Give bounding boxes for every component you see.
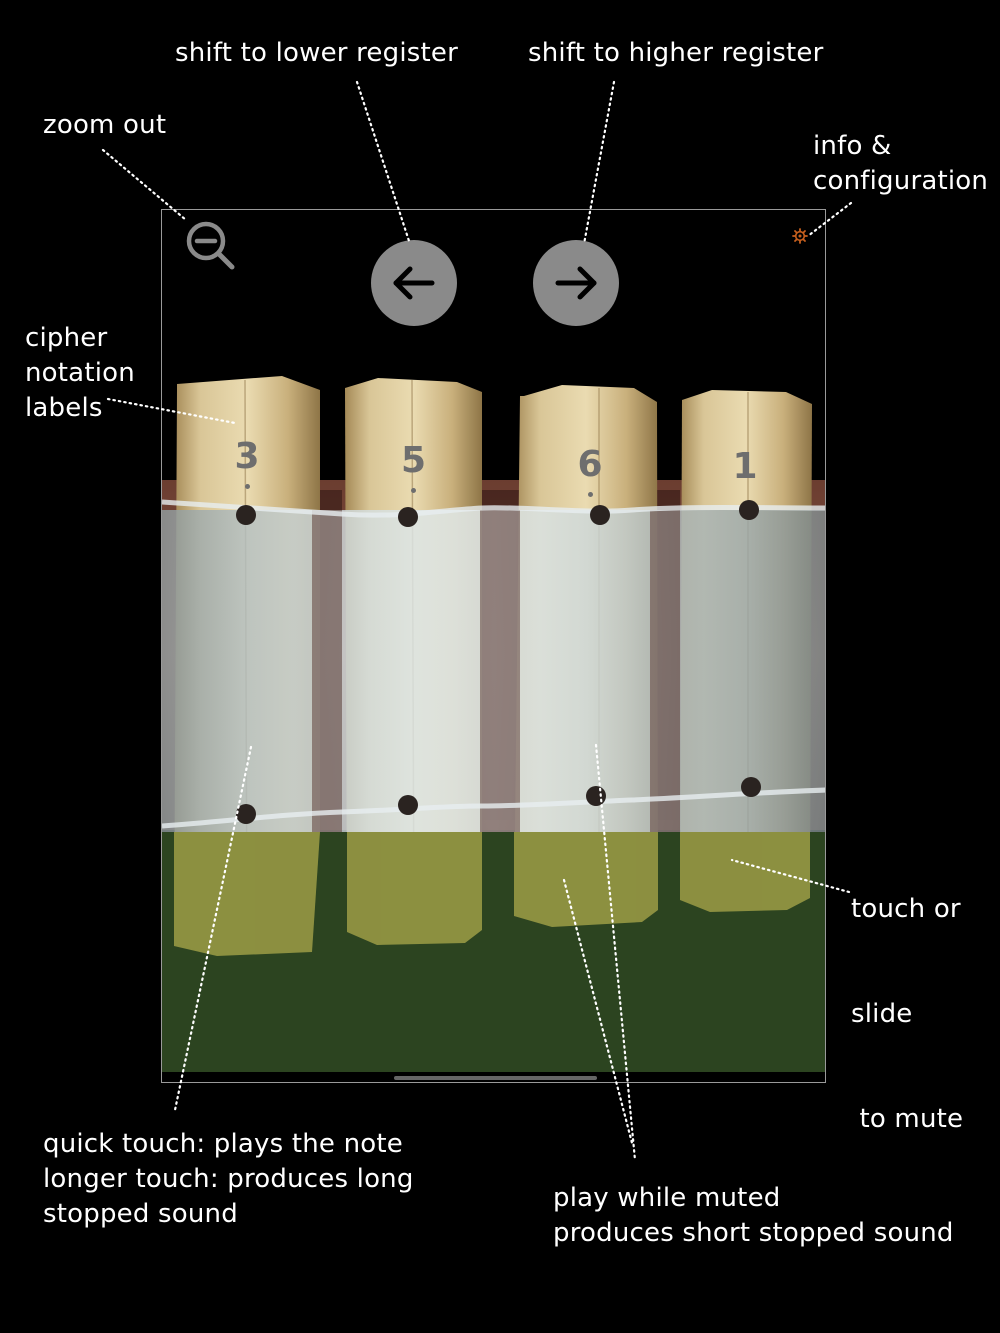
arrow-left-icon xyxy=(393,266,435,300)
callout-touch-line: stopped sound xyxy=(43,1199,238,1229)
callout-info-line: configuration xyxy=(813,166,989,196)
bar-shadow xyxy=(312,510,342,832)
callout-mute: touch or slide to mute xyxy=(851,822,963,1172)
octave-dot-below xyxy=(244,484,250,489)
cipher-label-text: 6 xyxy=(577,444,603,485)
cipher-label: 1 xyxy=(680,446,810,487)
instrument-illustration xyxy=(162,376,825,1082)
callout-cipher-line: cipher xyxy=(25,323,108,353)
octave-dot-below xyxy=(411,488,416,493)
bar-key-4[interactable]: 1 xyxy=(680,380,810,1080)
callout-muted: play while muted produces short stopped … xyxy=(553,1181,954,1251)
zoom-out-button[interactable] xyxy=(182,217,238,273)
octave-dot-below xyxy=(587,492,593,497)
callout-shift-lower: shift to lower register xyxy=(175,36,458,71)
callout-cipher-line: notation xyxy=(25,358,135,388)
callout-mute-line: to mute xyxy=(851,1104,964,1134)
bar-shadow xyxy=(480,510,520,832)
bar-key-1[interactable]: 3 xyxy=(174,380,320,1080)
callout-shift-lower-text: shift to lower register xyxy=(175,38,458,68)
callout-muted-line: produces short stopped sound xyxy=(553,1218,954,1248)
callout-info-line: info & xyxy=(813,131,892,161)
shift-lower-register-button[interactable] xyxy=(371,240,457,326)
home-indicator[interactable] xyxy=(394,1076,597,1080)
shift-higher-register-button[interactable] xyxy=(533,240,619,326)
gear-icon xyxy=(792,228,808,244)
callout-mute-line: touch or xyxy=(851,894,961,924)
arrow-right-icon xyxy=(555,266,597,300)
cipher-label-text: 5 xyxy=(400,440,427,481)
cipher-label: 6 xyxy=(522,444,658,497)
upper-string xyxy=(162,499,825,518)
bar-key-3[interactable]: 6 xyxy=(522,380,658,1080)
callout-cipher-line: labels xyxy=(25,393,103,423)
callout-mute-line: slide xyxy=(851,999,913,1029)
callout-zoom-out-text: zoom out xyxy=(43,110,167,140)
zoom-out-icon xyxy=(186,221,235,270)
callout-info: info & configuration xyxy=(813,129,988,199)
cipher-label: 3 xyxy=(174,436,320,489)
bar-shadow xyxy=(650,510,680,832)
callout-cipher: cipher notation labels xyxy=(25,321,135,426)
mute-zone[interactable] xyxy=(162,830,825,1070)
settings-button[interactable] xyxy=(792,228,808,244)
callout-shift-higher: shift to higher register xyxy=(528,36,823,71)
bar-key-2[interactable]: 5 xyxy=(345,380,482,1080)
callout-shift-higher-text: shift to higher register xyxy=(528,38,824,68)
callout-touch: quick touch: plays the note longer touch… xyxy=(43,1127,414,1232)
callout-touch-line: longer touch: produces long xyxy=(43,1164,414,1194)
cipher-label-text: 3 xyxy=(234,436,260,477)
lower-string xyxy=(162,787,825,829)
callout-touch-line: quick touch: plays the note xyxy=(43,1129,403,1159)
callout-muted-line: play while muted xyxy=(553,1183,781,1213)
cipher-label: 5 xyxy=(345,440,482,493)
cipher-label-text: 1 xyxy=(732,446,758,487)
callout-zoom-out: zoom out xyxy=(43,108,166,143)
app-screen: 3 5 6 1 xyxy=(161,209,826,1083)
